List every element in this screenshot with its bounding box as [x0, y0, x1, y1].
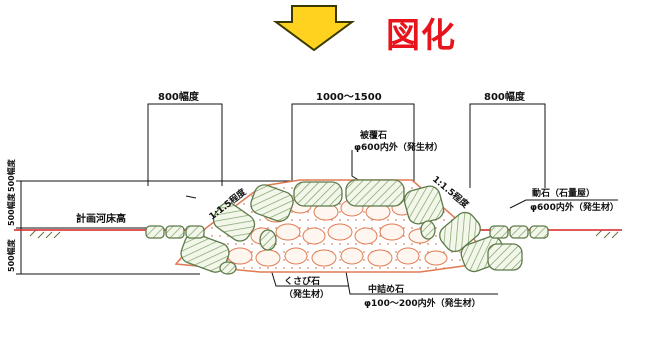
height-lower-label: 500幅度 — [6, 238, 16, 272]
wedge-stone-sub-label: （発生材） — [284, 288, 329, 300]
cover-stone-label: 被覆石 — [360, 129, 387, 141]
width-center-label: 1000～1500 — [316, 92, 382, 103]
cover-stones — [145, 179, 549, 275]
ground-marks — [29, 229, 619, 239]
fill-stone-size-label: φ100～200内外（発生材） — [364, 297, 481, 309]
width-left-label: 800幅度 — [158, 90, 200, 103]
wedge-stone-label: くさび石 — [284, 275, 320, 287]
fill-stone-label: 中詰め石 — [368, 283, 404, 295]
width-right-label: 800幅度 — [484, 90, 526, 103]
cover-stone-size-label: φ600内外（発生材） — [354, 141, 443, 153]
boulder-label: 動石（石量屋） — [532, 187, 595, 199]
height-upper-label: 500幅度 — [6, 192, 16, 226]
down-arrow-icon — [272, 5, 356, 52]
height-upper-label-2: 500幅度 — [6, 158, 16, 192]
boulder-size-label: φ600内外（発生材） — [530, 201, 619, 213]
riverbed-label: 計画河床高 — [76, 212, 126, 225]
heading-title: 図化 — [386, 16, 456, 56]
